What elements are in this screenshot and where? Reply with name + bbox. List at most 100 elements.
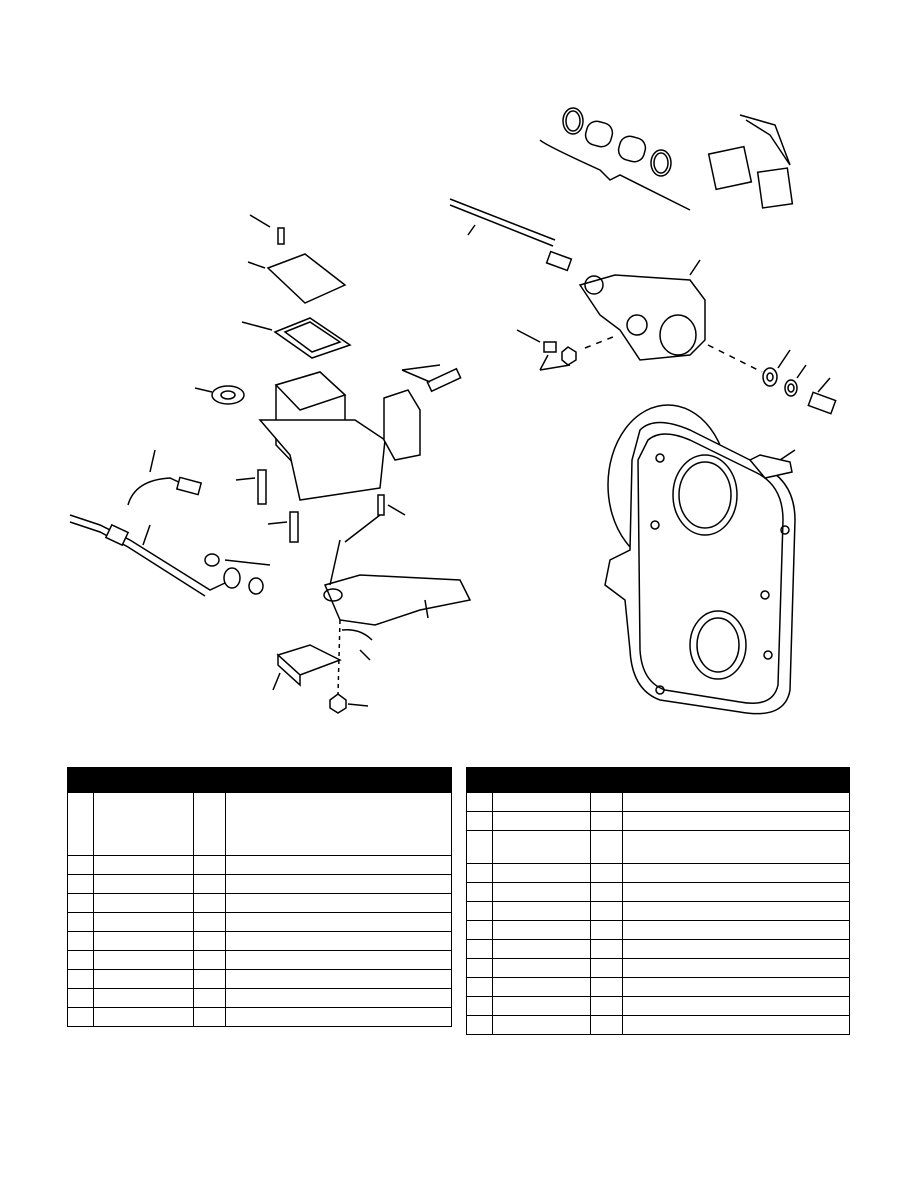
table-cell <box>466 939 493 959</box>
table-cell <box>193 855 226 875</box>
table-cell <box>193 874 226 894</box>
screw-icon <box>249 214 285 245</box>
parts-table-right <box>466 767 850 1035</box>
clamp-icon <box>383 364 462 461</box>
table-cell <box>622 863 850 883</box>
caliper-hose-icon <box>449 198 573 272</box>
table-row <box>67 874 452 894</box>
table-cell <box>492 920 591 940</box>
table-cell <box>93 1007 194 1027</box>
table-row <box>67 1007 452 1027</box>
table-cell <box>466 882 493 902</box>
table-cell <box>93 912 194 932</box>
table-cell <box>466 920 493 940</box>
brake-hose-icon <box>69 514 271 597</box>
table-cell <box>67 792 94 856</box>
table-cell <box>225 988 452 1008</box>
pivot-hardware-icon <box>272 619 373 714</box>
caliper-icon <box>516 259 763 373</box>
table-cell <box>225 1007 452 1027</box>
table-cell <box>225 792 452 856</box>
table-cell <box>492 792 591 812</box>
table-row <box>67 969 452 989</box>
diaphragm-icon <box>241 317 352 359</box>
table-cell <box>93 893 194 913</box>
table-row <box>67 893 452 913</box>
table-cell <box>67 893 94 913</box>
table-cell <box>225 855 452 875</box>
table-cell <box>67 1007 94 1027</box>
table-cell <box>193 1007 226 1027</box>
table-cell <box>466 1015 493 1035</box>
table-cell <box>225 969 452 989</box>
table-cell <box>193 931 226 951</box>
table-cell <box>590 996 623 1016</box>
table-row <box>466 792 850 812</box>
table-row <box>67 855 452 875</box>
table-cell <box>466 792 493 812</box>
table-cell <box>492 996 591 1016</box>
table-row <box>466 882 850 902</box>
washer-icon <box>762 349 837 415</box>
table-row <box>67 950 452 970</box>
table-cell <box>492 958 591 978</box>
table-cell <box>492 977 591 997</box>
table-cell <box>590 1015 623 1035</box>
table-cell <box>193 969 226 989</box>
table-cell <box>93 792 194 856</box>
table-cell <box>492 863 591 883</box>
table-cell <box>622 1015 850 1035</box>
table-row <box>67 988 452 1008</box>
table-cell <box>590 811 623 831</box>
table-cell <box>492 830 591 864</box>
table-cell <box>622 830 850 864</box>
table-cell <box>225 874 452 894</box>
table-cell <box>466 958 493 978</box>
table-cell <box>492 811 591 831</box>
table-cell <box>590 830 623 864</box>
table-cell <box>622 920 850 940</box>
table-cell <box>225 893 452 913</box>
brake-pad-icon <box>707 114 794 209</box>
brake-lever-icon <box>323 514 472 626</box>
table-cell <box>492 939 591 959</box>
table-row <box>67 931 452 951</box>
table-row <box>466 1015 850 1035</box>
table-cell <box>466 996 493 1016</box>
table-cell <box>193 912 226 932</box>
bolt-icon <box>235 469 406 543</box>
table-cell <box>590 977 623 997</box>
table-row <box>466 977 850 997</box>
table-cell <box>225 912 452 932</box>
table-cell <box>590 901 623 921</box>
table-cell <box>67 912 94 932</box>
table-cell <box>466 830 493 864</box>
table-row <box>466 830 850 864</box>
chaincase-icon <box>604 421 796 715</box>
table-row <box>466 863 850 883</box>
table-row <box>466 901 850 921</box>
piston-kit-icon <box>539 107 691 211</box>
table-cell <box>622 882 850 902</box>
exploded-parts-diagram <box>69 107 837 715</box>
reservoir-cap-icon <box>247 253 347 304</box>
table-cell <box>590 863 623 883</box>
table-cell <box>93 931 194 951</box>
table-cell <box>225 931 452 951</box>
table-cell <box>466 811 493 831</box>
table-cell <box>590 882 623 902</box>
table-cell <box>193 988 226 1008</box>
table-cell <box>67 950 94 970</box>
table-row <box>67 912 452 932</box>
table-header <box>67 767 452 793</box>
brake-switch-icon <box>127 449 203 506</box>
table-cell <box>622 901 850 921</box>
master-cylinder-icon <box>194 371 386 501</box>
table-row <box>466 958 850 978</box>
table-cell <box>590 792 623 812</box>
table-cell <box>590 939 623 959</box>
table-cell <box>67 988 94 1008</box>
table-cell <box>193 893 226 913</box>
table-cell <box>193 792 226 856</box>
table-cell <box>492 901 591 921</box>
